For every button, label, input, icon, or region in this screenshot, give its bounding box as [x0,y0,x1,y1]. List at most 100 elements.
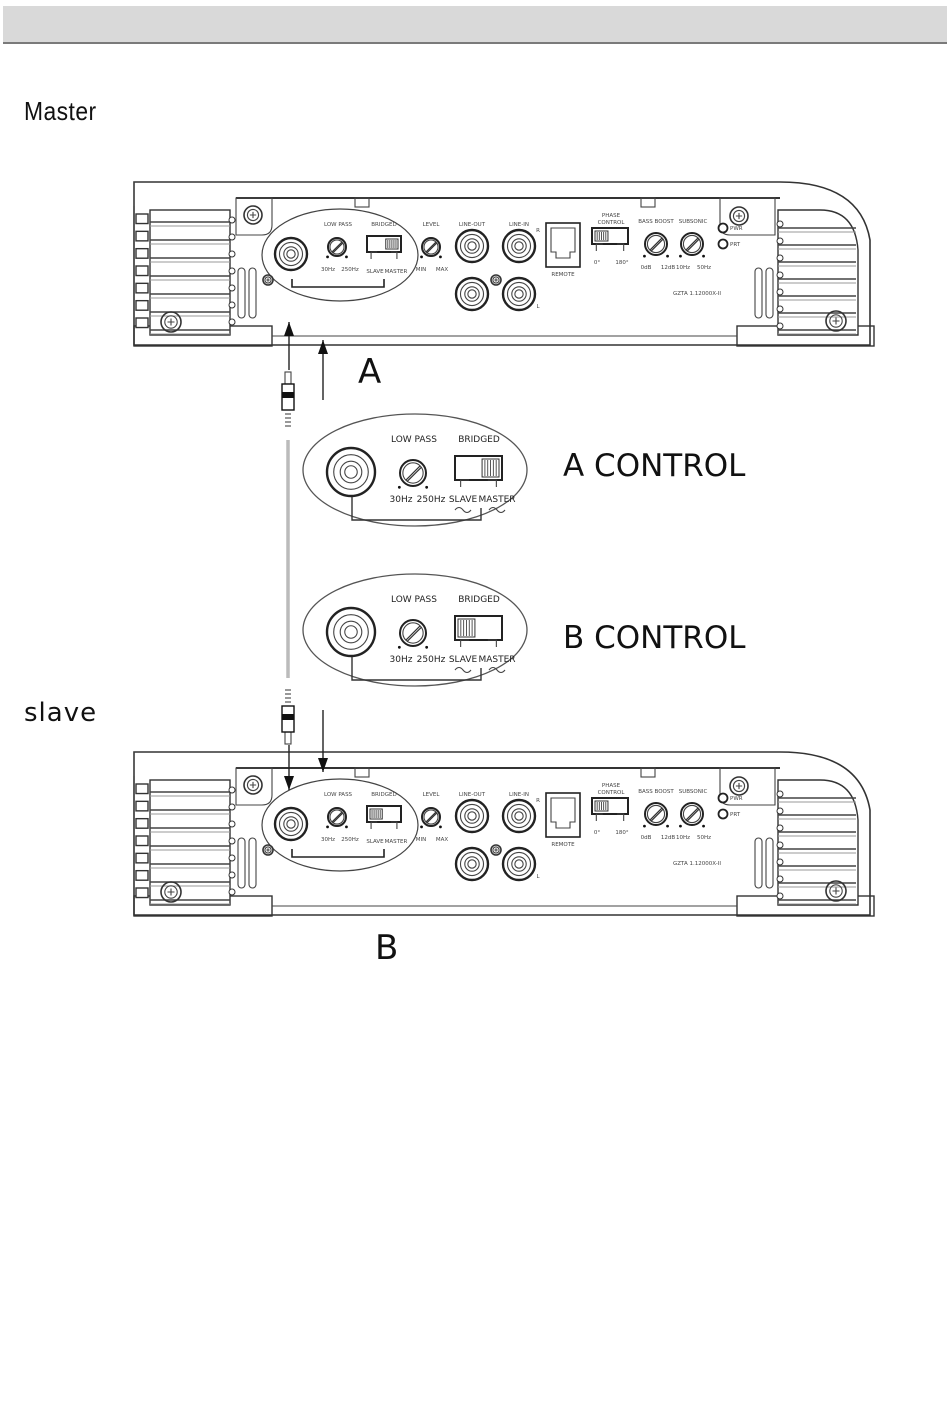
bass-max: 12dB [661,835,675,841]
phase-label: PHASE [602,783,621,789]
phase-max: 180° [615,830,628,836]
phase-label: PHASE [602,213,621,219]
subsonic-min: 10Hz [676,835,690,841]
heatsink-right [777,779,859,906]
bridged-slave-label: SLAVE [366,839,384,845]
subsonic-max: 50Hz [697,265,711,271]
vent-slot [765,837,774,889]
b-control-title: B CONTROL [563,620,746,656]
remote-label: REMOTE [551,842,575,848]
level-label: LEVEL [423,792,441,798]
marker-a: A [358,352,382,392]
heatsink-fin [135,887,149,899]
prt-label: PRT [730,242,741,248]
pwr-label: PWR [730,226,743,232]
wave-icon [454,666,472,674]
heatsink-right [777,209,859,336]
bracket-line [351,497,482,521]
top-clip [354,767,370,778]
bridged-slave-label: SLAVE [449,655,478,665]
prt-label: PRT [730,812,741,818]
marker-b: B [375,928,399,968]
level-max: MAX [436,837,449,843]
bass-max: 12dB [661,265,675,271]
phase-control-label: CONTROL [598,790,626,796]
arrowhead-icon [318,340,328,354]
low-pass-min: 30Hz [390,495,413,505]
low-pass-min: 30Hz [321,267,335,273]
vent-slot [248,267,257,319]
low-pass-max: 250Hz [341,837,359,843]
screw-icon [825,310,847,332]
screw-icon [243,205,263,225]
low-pass-label: LOW PASS [324,792,353,798]
heatsink-fin [135,800,149,812]
vent-slot [237,267,246,319]
vent-slot [237,837,246,889]
prt-led-icon [717,238,729,250]
subsonic-label: SUBSONIC [679,789,708,795]
low-pass-max: 250Hz [417,495,446,505]
heatsink-left [149,779,231,906]
line-out-label: LINE-OUT [459,222,486,228]
bass-min: 0dB [641,835,652,841]
low-pass-label: LOW PASS [391,595,437,605]
heatsink-fin [135,835,149,847]
bridged-label: BRIDGED [371,222,396,228]
subsonic-label: SUBSONIC [679,219,708,225]
remote-label: REMOTE [551,272,575,278]
wave-icon [488,666,506,674]
top-clip [640,197,656,208]
vent-slot [248,837,257,889]
heatsink-fin [135,230,149,242]
screw-icon [262,844,274,856]
phase-min: 0° [594,830,600,836]
bridged-slave-label: SLAVE [449,495,478,505]
level-max: MAX [436,267,449,273]
vent-slot [754,267,763,319]
bridged-master-label: MASTER [478,495,515,505]
level-min: MIN [416,837,426,843]
screw-icon [160,881,182,903]
phase-min: 0° [594,260,600,266]
top-clip [354,197,370,208]
bridged-master-label: MASTER [385,269,408,275]
heatsink-fin [135,817,149,829]
rca-plug-bottom-icon [284,731,292,745]
bridged-label: BRIDGED [458,435,500,445]
screw-icon [729,206,749,226]
bridged-master-label: MASTER [478,655,515,665]
screw-icon [490,844,502,856]
header-band [3,6,947,44]
low-pass-label: LOW PASS [324,222,353,228]
subsonic-min: 10Hz [676,265,690,271]
low-pass-max: 250Hz [417,655,446,665]
model-label: GZTA 1.12000X-II [673,291,721,297]
low-pass-min: 30Hz [390,655,413,665]
remote-port-icon [545,792,581,838]
vent-slot [765,267,774,319]
prt-led-icon [717,808,729,820]
amp-body [133,181,871,346]
heatsink-fin [135,852,149,864]
screw-icon [729,776,749,796]
bridged-master-label: MASTER [385,839,408,845]
bass-min: 0dB [641,265,652,271]
rca-plug-top-icon [284,371,292,385]
screw-icon [490,274,502,286]
line-in-label: LINE-IN [509,222,529,228]
highlight-ellipse [261,208,419,302]
amp-body [133,751,871,916]
screw-icon [243,775,263,795]
bridged-label: BRIDGED [371,792,396,798]
pwr-led-icon [717,222,729,234]
screw-icon [825,880,847,902]
rca-cable [281,371,295,745]
channel-r-label: R [536,228,540,234]
arrowhead-icon [284,322,294,336]
highlight-ellipse [261,778,419,872]
heatsink-fin [135,317,149,329]
